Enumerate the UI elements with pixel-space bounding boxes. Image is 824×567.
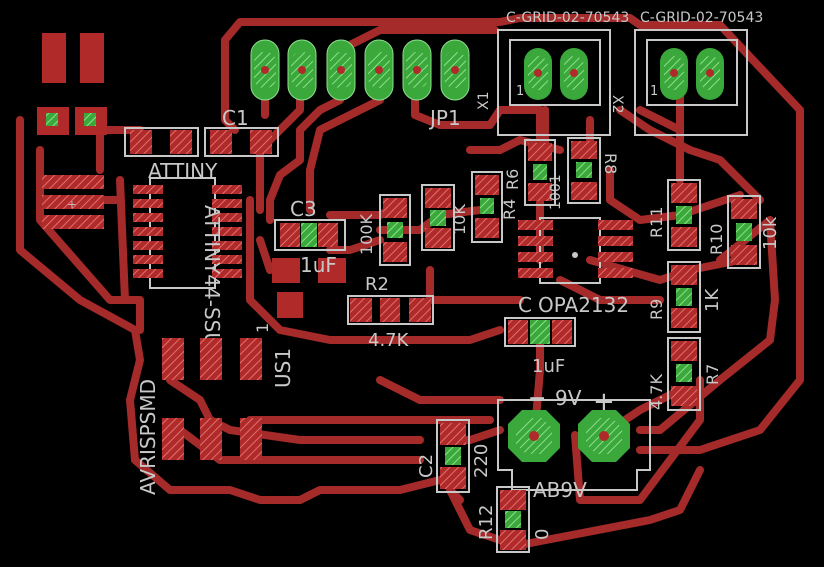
r2-value: 4.7K — [368, 330, 410, 351]
r10k-value: 10K — [450, 204, 469, 235]
opa-label: OPA2132 — [538, 293, 629, 317]
us1-pin1: 1 — [253, 323, 272, 333]
ic1-value: 1001 — [548, 174, 564, 210]
r9-value: 1K — [702, 288, 723, 312]
r9-resistor: R9 1K — [647, 261, 723, 333]
c2-value: 220 — [471, 444, 492, 478]
c1-capacitor: C1 ATTINY — [124, 106, 279, 183]
power-pads — [37, 33, 107, 135]
r9-label: R9 — [647, 299, 666, 320]
jp1-label: JP1 — [428, 106, 461, 130]
c3-value: 1uF — [300, 253, 337, 277]
r6-resistor: R6 — [503, 139, 556, 206]
c3-label: C3 — [290, 197, 317, 221]
x1-value: C-GRID-02-70543 — [506, 10, 629, 26]
x2-connector: C-GRID-02-70543 1 X2 — [609, 10, 763, 136]
c1-label: C1 — [222, 106, 249, 130]
c2-capacitor: C2 220 — [416, 419, 492, 493]
attiny-label: ATTINY — [148, 159, 218, 183]
r10k-resistor: 10K — [421, 184, 469, 251]
x1-name: X1 — [476, 92, 492, 111]
r6-label: R6 — [503, 169, 522, 190]
attiny-package: ATTINY44-SSU — [200, 205, 224, 347]
r100k-value: 100K — [357, 213, 376, 255]
c-value: 1uF — [532, 356, 565, 377]
us1-switch: 1 US1 — [162, 323, 295, 388]
r12-label: R12 — [476, 505, 497, 540]
r8-label: R8 — [601, 153, 620, 174]
c2-label: C2 — [416, 454, 437, 478]
jp1-header: JP1 — [250, 39, 470, 130]
battery-minus: − — [528, 386, 546, 411]
r2-label: R2 — [365, 274, 389, 295]
opa2132-ic: OPA2132 — [518, 217, 633, 317]
attiny44-ic: ATTINY44-SSU — [133, 177, 242, 347]
r4-resistor: R4 — [471, 171, 519, 243]
x2-pin1: 1 — [650, 84, 658, 99]
c-label: C — [518, 293, 532, 317]
r11-label: R11 — [647, 207, 666, 238]
r7-resistor: 4.7K R7 — [647, 337, 722, 411]
x1-connector: C-GRID-02-70543 1 X1 — [476, 10, 629, 136]
r8-resistor: R8 1001 — [548, 137, 620, 210]
left-smd-pads: + — [42, 175, 104, 229]
svg-text:+: + — [67, 198, 76, 211]
c-capacitor: C 1uF — [504, 293, 576, 377]
battery-label: AB9V — [533, 478, 587, 502]
r12-resistor: R12 0 — [476, 486, 553, 553]
c3-capacitor: C3 1uF — [272, 197, 346, 318]
x2-name: X2 — [609, 95, 625, 114]
r7-value: 4.7K — [647, 374, 666, 410]
r10-value: 10k — [760, 216, 781, 250]
avrispsmd-header: AVRISPSMD — [136, 379, 262, 495]
r7-label: R7 — [703, 364, 722, 385]
r11-resistor: R11 — [647, 179, 701, 251]
battery-9v: − 9V + AB9V — [497, 386, 651, 502]
battery-plus: + — [593, 387, 615, 417]
r10-resistor: R10 10k — [707, 195, 781, 269]
us1-label: US1 — [271, 348, 295, 388]
r4-label: R4 — [500, 199, 519, 220]
r100k-resistor: 100K — [357, 194, 411, 266]
x1-pin1: 1 — [516, 84, 524, 99]
x2-value: C-GRID-02-70543 — [640, 10, 763, 26]
r2-resistor: R2 4.7K — [347, 274, 434, 351]
avr-label: AVRISPSMD — [136, 379, 160, 495]
battery-voltage: 9V — [555, 386, 582, 410]
r12-value: 0 — [532, 529, 553, 540]
r10-label: R10 — [707, 224, 726, 255]
